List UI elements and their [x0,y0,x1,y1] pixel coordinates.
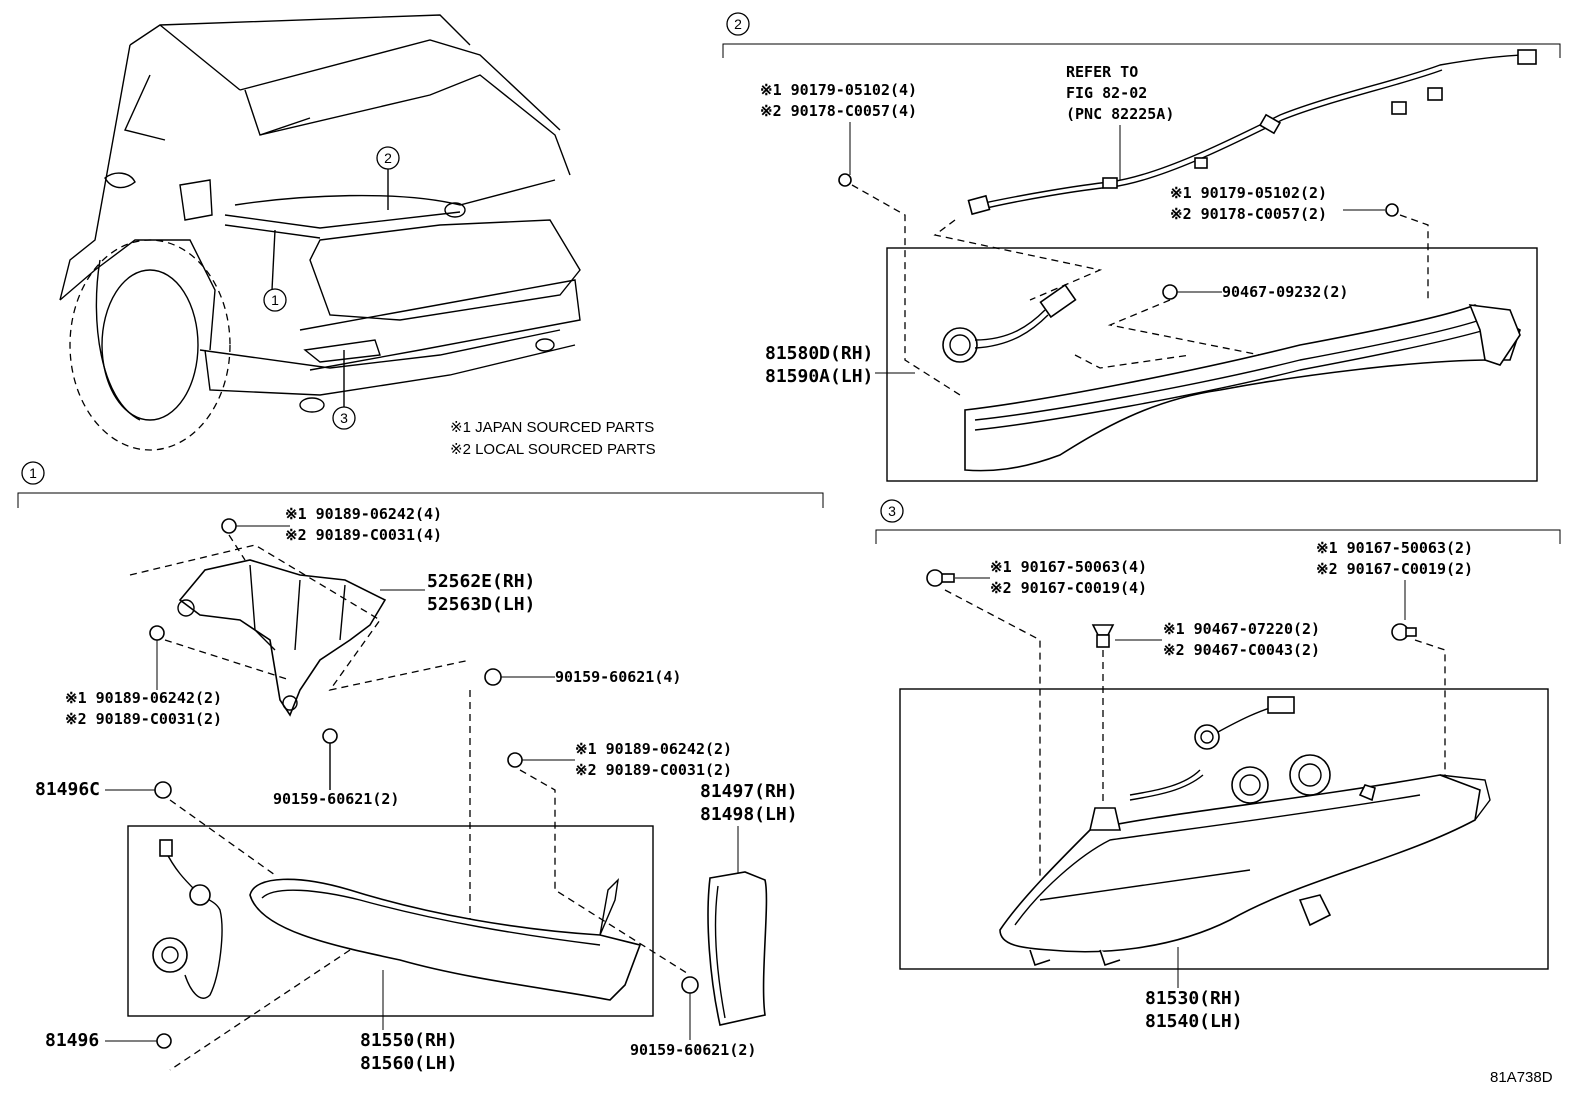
label-90467-07220: ※1 90467-07220(2) [1163,620,1320,638]
label-90189-c0031-2-left: ※2 90189-C0031(2) [65,710,222,728]
refer-line-3: (PNC 82225A) [1066,105,1174,123]
svg-text:3: 3 [888,503,896,519]
label-81496c: 81496C [35,779,100,800]
nut-icon [507,752,523,768]
label-81497-rh: 81497(RH) [700,781,798,802]
screw-icon [484,668,502,686]
bulb-icon [156,1033,172,1049]
callout-2-vehicle: 2 [376,146,400,170]
bracket-52562e-illustration [177,559,387,717]
label-81530-rh: 81530(RH) [1145,988,1243,1009]
label-81580d-rh: 81580D(RH) [765,343,873,364]
svg-text:2: 2 [384,150,392,166]
section-1-header: 1 [17,461,824,508]
label-81496: 81496 [45,1030,99,1051]
wire-harness-illustration [967,49,1537,216]
lamp-81550-box [127,825,654,1017]
refer-line-2: FIG 82-02 [1066,84,1147,102]
lamp-81550-illustration [152,839,642,1001]
nut-icon [149,625,165,641]
label-52563d-lh: 52563D(LH) [427,594,535,615]
nut-icon [838,173,852,187]
nut-icon [1385,203,1399,217]
label-90178-c0057-2: ※2 90178-C0057(2) [1170,205,1327,223]
label-90189-06242-4: ※1 90189-06242(4) [285,505,442,523]
lamp-81580d-illustration [942,283,1521,472]
svg-text:1: 1 [29,465,37,481]
lamp-81530-box [899,688,1549,970]
svg-text:2: 2 [734,16,742,32]
screw-icon [322,728,338,744]
section-3-header: 3 [875,499,1561,544]
grommet-icon [1162,284,1178,300]
label-90167-c0019-2: ※2 90167-C0019(2) [1316,560,1473,578]
note-japan-sourced: ※1 JAPAN SOURCED PARTS [450,419,654,436]
label-90467-c0043: ※2 90467-C0043(2) [1163,641,1320,659]
socket-icon [154,781,172,799]
lamp-81530-illustration [999,696,1491,967]
label-90178-c0057-4: ※2 90178-C0057(4) [760,102,917,120]
label-90167-50063-2: ※1 90167-50063(2) [1316,539,1473,557]
label-90159-60621-2-lower: 90159-60621(2) [630,1041,756,1059]
label-90189-06242-2-mid: ※1 90189-06242(2) [575,740,732,758]
label-81550-rh: 81550(RH) [360,1030,458,1051]
bolt-icon [1391,623,1417,641]
label-90167-c0019-4: ※2 90167-C0019(4) [990,579,1147,597]
label-81560-lh: 81560(LH) [360,1053,458,1074]
note-local-sourced: ※2 LOCAL SOURCED PARTS [450,441,656,458]
label-90179-05102-4: ※1 90179-05102(4) [760,81,917,99]
section-2-header: 2 [722,12,1561,58]
label-52562e-rh: 52562E(RH) [427,571,535,592]
callout-3-vehicle: 3 [332,406,356,430]
label-90159-60621-2-bottom: 90159-60621(2) [273,790,399,808]
label-81498-lh: 81498(LH) [700,804,798,825]
label-81590a-lh: 81590A(LH) [765,366,873,387]
nut-icon [221,518,237,534]
svg-text:1: 1 [271,292,279,308]
screw-icon [681,976,699,994]
figure-code: 81A738D [1490,1069,1553,1086]
label-90159-60621-4: 90159-60621(4) [555,668,681,686]
label-90189-06242-2-left: ※1 90189-06242(2) [65,689,222,707]
reflector-81497-illustration [707,871,768,1026]
svg-text:3: 3 [340,410,348,426]
refer-line-1: REFER TO [1066,63,1138,81]
clip-icon [1091,624,1115,648]
label-90179-05102-2: ※1 90179-05102(2) [1170,184,1327,202]
bolt-icon [926,569,955,587]
callout-1-vehicle: 1 [263,288,287,312]
label-90189-c0031-4: ※2 90189-C0031(4) [285,526,442,544]
label-90189-c0031-2-mid: ※2 90189-C0031(2) [575,761,732,779]
label-81540-lh: 81540(LH) [1145,1011,1243,1032]
label-90467-09232: 90467-09232(2) [1222,283,1348,301]
label-90167-50063-4: ※1 90167-50063(4) [990,558,1147,576]
vehicle-rear-illustration [59,14,581,451]
lamp-81580d-box [886,247,1538,482]
